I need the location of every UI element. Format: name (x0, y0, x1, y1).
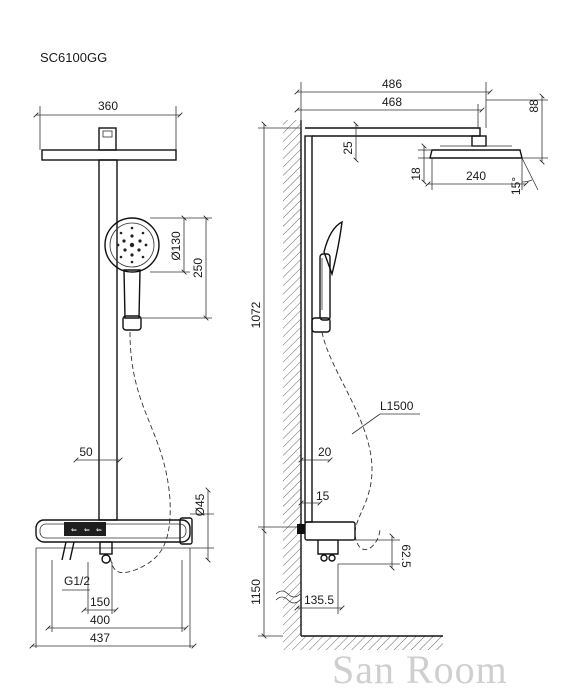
dim-body-400: 400 (90, 613, 110, 627)
dim-pipe-width: 50 (79, 445, 93, 459)
dim-head-drop: 88 (527, 99, 541, 113)
svg-text:⇐: ⇐ (71, 527, 77, 534)
dim-mount-height: 1150 (249, 579, 263, 605)
dim-hand-diameter: Ø130 (169, 231, 183, 261)
floor-hatch (283, 636, 443, 650)
dim-head-reach-486: 486 (382, 77, 402, 91)
wall-hatch (283, 120, 301, 636)
dim-body-437: 437 (90, 631, 110, 645)
dim-inlet-drop: 62.5 (399, 544, 413, 568)
watermark: San Room (332, 647, 508, 692)
dim-thread: G1/2 (64, 574, 90, 588)
side-hand-shower (311, 220, 343, 333)
dim-top-width: 360 (98, 99, 118, 113)
front-hand-shower (104, 217, 160, 331)
front-hose (109, 331, 171, 574)
front-riser-pipe (98, 159, 118, 521)
dim-inlet-spacing: 150 (90, 595, 110, 609)
side-shower-head (429, 149, 523, 159)
side-mixer-body (297, 521, 356, 562)
dim-pipe-20: 20 (318, 445, 332, 459)
dim-arm-drop: 25 (341, 141, 355, 155)
dim-small-15: 15 (316, 489, 330, 503)
side-riser-pipe (304, 135, 313, 523)
front-head-connector (98, 127, 117, 151)
dim-total-height: 1072 (249, 301, 263, 328)
svg-text:⇐: ⇐ (96, 527, 102, 534)
dim-head-thickness: 18 (409, 167, 423, 181)
dim-head-reach-468: 468 (382, 95, 402, 109)
side-shower-arm (305, 127, 481, 137)
svg-text:⇐: ⇐ (84, 527, 90, 534)
front-shower-head (41, 149, 177, 161)
dim-hand-height: 250 (191, 258, 205, 278)
model-title: SC6100GG (40, 50, 107, 65)
dim-head-angle: 15° (509, 177, 523, 195)
dim-head-width: 240 (466, 169, 486, 183)
side-head-connector (471, 135, 487, 147)
side-view: 1072 1150 486 468 88 25 18 (249, 77, 548, 650)
front-mixer-body: ⇐ ⇐ ⇐ (35, 517, 193, 564)
dim-inlet-offset: 135.5 (304, 593, 334, 607)
side-hose (321, 331, 381, 550)
label-hose-length: L1500 (380, 399, 414, 413)
dim-thermo-diameter: Ø45 (193, 493, 207, 516)
front-view: 360 Ø130 250 (32, 99, 214, 648)
